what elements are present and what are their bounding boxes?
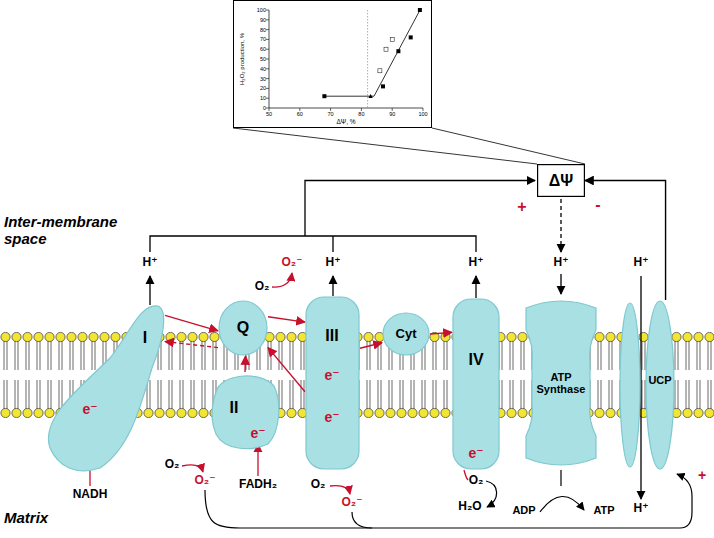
electron-flow-arrow xyxy=(165,342,218,348)
node-label: IV xyxy=(468,351,483,369)
tick-label: 100 xyxy=(257,7,266,13)
atp-synthase: ATP Synthase xyxy=(522,296,600,470)
electron-flow-arrow xyxy=(360,343,382,348)
connector-line xyxy=(585,181,666,301)
node-label: I xyxy=(143,329,147,347)
node-label: H₂O₂ production, % xyxy=(239,33,246,85)
tick-label: 50 xyxy=(260,56,266,62)
diagram-label: O₂⁻ xyxy=(282,256,303,269)
diagram-label: FADH₂ xyxy=(239,478,277,491)
complex-i-outline xyxy=(40,298,165,472)
diagram-label: O₂ xyxy=(255,280,270,293)
complex-iv-outline xyxy=(452,298,500,470)
electron-label: e⁻ xyxy=(324,368,339,383)
electron-flow-arrow xyxy=(268,317,305,322)
node-label: ATP Synthase xyxy=(532,371,590,395)
tick-label: 100 xyxy=(418,111,427,117)
complex-ii-outline xyxy=(210,372,280,450)
complex-iii: III e⁻ e⁻ xyxy=(305,296,360,470)
tick-label: 80 xyxy=(260,27,266,33)
tick-label: 70 xyxy=(328,111,334,117)
node-label: III xyxy=(325,327,338,345)
electron-label: e⁻ xyxy=(82,402,97,417)
ubiquinone: Q xyxy=(218,300,268,356)
node-label: Cyt xyxy=(396,327,417,341)
diagram-label: H⁺ xyxy=(143,256,158,269)
diagram-label: - xyxy=(595,196,600,214)
tick-label: 80 xyxy=(358,111,364,117)
diagram-label: + xyxy=(698,468,706,483)
diagram-label: O₂ xyxy=(165,458,180,471)
connector-line xyxy=(233,128,537,164)
tick-label: 0 xyxy=(263,105,266,111)
tick-label: 20 xyxy=(260,85,266,91)
complex-i: Ie⁻ xyxy=(40,298,165,472)
inset-chart xyxy=(233,1,432,129)
electron-label: e⁻ xyxy=(468,446,483,461)
tick-label: 70 xyxy=(260,36,266,42)
node-label: UCP xyxy=(648,374,671,386)
proton-arrows xyxy=(150,274,641,499)
diagram-label: H⁺ xyxy=(634,256,649,269)
proton-bracket xyxy=(150,181,535,253)
tick-label: 60 xyxy=(297,111,303,117)
electron-flow-arrow xyxy=(430,332,452,334)
diagram-label: + xyxy=(517,198,526,216)
diagram-label: NADH xyxy=(73,488,108,501)
diagram-label: H⁺ xyxy=(634,502,649,515)
tick-label: 30 xyxy=(260,76,266,82)
uncoupling-protein: UCP xyxy=(618,300,676,470)
cytochrome-c: Cyt xyxy=(382,312,430,356)
diagram-label: Matrix xyxy=(4,510,48,527)
potential-box: ΔΨ xyxy=(537,164,585,197)
complex-iv: IV e⁻ xyxy=(452,298,500,470)
electron-flow-arrow xyxy=(165,315,218,330)
diagram-label: H⁺ xyxy=(326,256,341,269)
electron-label: e⁻ xyxy=(250,426,265,441)
zoom-line xyxy=(432,128,585,164)
tick-label: 90 xyxy=(389,111,395,117)
diagram-label: O₂⁻ xyxy=(342,496,363,509)
node-label: Q xyxy=(237,319,249,337)
diagram-label: H₂O xyxy=(458,500,481,513)
tick-label: 90 xyxy=(260,17,266,23)
diagram-label: O₂ xyxy=(469,474,484,487)
tick-label: 10 xyxy=(260,95,266,101)
diagram-label: ATP xyxy=(593,504,614,516)
tick-label: 50 xyxy=(266,111,272,117)
diagram-label: O₂⁻ xyxy=(195,474,216,487)
node-label: II xyxy=(230,399,239,417)
diagram-label: H⁺ xyxy=(554,256,569,269)
diagram-label: Inter-membrane space xyxy=(4,214,129,247)
diagram-label: ADP xyxy=(512,504,535,516)
tick-label: 60 xyxy=(260,46,266,52)
node-label: ΔΨ, % xyxy=(336,118,355,125)
matrix-arrows xyxy=(205,470,692,528)
dashed-arrow xyxy=(560,199,561,252)
diagram-label: H⁺ xyxy=(469,256,484,269)
node-label: ΔΨ xyxy=(549,172,573,190)
electron-label: e⁻ xyxy=(324,410,339,425)
complex-ii: II e⁻ xyxy=(210,372,280,450)
electron-flow-arrow xyxy=(244,356,246,372)
tick-label: 40 xyxy=(260,66,266,72)
diagram-label: O₂ xyxy=(311,478,326,491)
